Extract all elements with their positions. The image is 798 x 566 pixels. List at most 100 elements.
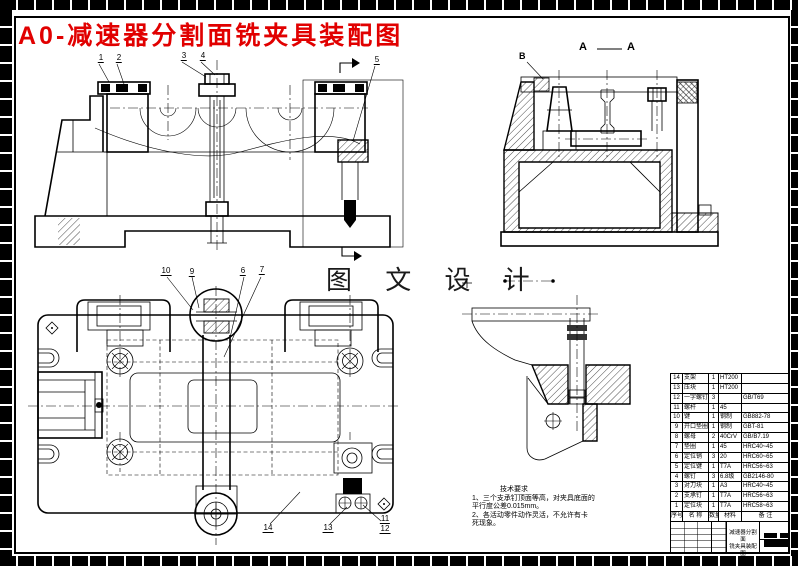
parts-cell: 钢制 [719,423,742,434]
parts-cell: 定位键 [683,462,709,473]
parts-cell: 支架 [683,374,709,384]
parts-cell: 1 [709,403,719,414]
border-band-left [0,0,12,566]
parts-cell: 1 [709,413,719,424]
parts-cell: HRC56~63 [742,462,790,473]
parts-cell: 3 [709,452,719,463]
balloon-9: 9 [188,267,196,277]
inner-frame [14,16,790,554]
parts-cell: T7A [719,462,742,473]
technical-requirements-line: 2、各活动零件动作灵活，不允许有卡 [472,511,588,519]
parts-cell: 8 [671,433,683,444]
title-block-signature-grid [671,522,726,553]
parts-cell: 压块 [683,383,709,394]
technical-requirements-line: 死现象。 [472,520,500,528]
parts-cell: 一字螺钉 [683,393,709,404]
view-label-b: B [519,51,526,61]
parts-cell: 6 [671,452,683,463]
technical-requirements-title: 技术要求 [500,486,528,493]
title-block-divider [760,539,790,540]
section-label-a-right: A [627,41,635,53]
parts-cell: 支承钉 [683,492,709,503]
parts-cell: 1 [709,462,719,473]
parts-cell: HRC56~63 [742,492,790,503]
parts-cell: 1 [709,502,719,513]
balloon-10: 10 [160,266,172,276]
parts-cell: 1 [671,502,683,513]
balloon-14: 14 [262,523,274,533]
parts-cell [742,383,790,394]
balloon-1: 1 [97,53,105,63]
parts-cell: 3 [671,482,683,493]
title-block-drawing-name: 减速器分割面 铣夹具装配图 [726,522,760,557]
parts-cell: 螺杆 [683,403,709,414]
balloon-6: 6 [239,266,247,276]
page-title: A0-减速器分割面铣夹具装配图 [18,22,404,50]
parts-cell: 1 [709,374,719,384]
parts-cell: 3 [709,472,719,483]
parts-cell: 垫圈 [683,443,709,453]
parts-cell: 9 [671,423,683,434]
section-label-a-left: A [579,41,587,53]
parts-cell: 40CrV [719,433,742,444]
parts-cell: HRC58~63 [742,502,790,513]
parts-cell: 定位块 [683,502,709,513]
parts-cell: GB/B7.19 [742,433,790,444]
parts-cell [742,374,790,384]
parts-cell: 定位销 [683,452,709,463]
parts-cell: 12 [671,393,683,404]
border-band-right [791,0,798,566]
parts-cell: 7 [671,443,683,453]
parts-cell: T7A [719,492,742,503]
parts-cell: HRC40~45 [742,482,790,493]
technical-requirements-line: 平行度公差0.015mm。 [472,503,544,511]
parts-cell: GBT-81 [742,423,790,434]
parts-cell: T7A [719,502,742,513]
parts-cell [742,403,790,414]
parts-cell: 键 [683,413,709,424]
title-block-redaction [764,540,789,547]
parts-cell: 5 [671,462,683,473]
balloon-4: 4 [199,51,207,61]
parts-cell: 3 [709,393,719,404]
parts-cell: HRC40~45 [742,443,790,453]
title-block-redaction [764,533,777,538]
technical-requirements-line: 1、三个支承钉顶面等高，对夹具底面的 [472,494,595,502]
balloon-13: 13 [322,523,334,533]
parts-cell: 2 [709,433,719,444]
parts-cell: GB2146-80 [742,472,790,483]
parts-cell: 1 [709,482,719,493]
parts-cell: GB/T69 [742,393,790,404]
parts-cell: HT200 [719,374,742,384]
title-block-redaction [780,533,788,538]
parts-cell: 对刀块 [683,482,709,493]
balloon-3: 3 [180,51,188,61]
drawing-name-line2: 铣夹具装配图 [729,544,757,557]
parts-cell: 14 [671,374,683,384]
parts-cell: 20 [719,452,742,463]
parts-cell: 2 [671,492,683,503]
watermark-text: 图 文 设 计 [326,265,543,295]
parts-cell: 11 [671,403,683,414]
parts-cell: 1 [709,383,719,394]
parts-cell: 6.8级 [719,472,742,483]
parts-cell: 45 [719,403,742,414]
balloon-11: 11 [379,514,391,524]
balloon-5: 5 [373,55,381,65]
parts-cell: HT200 [719,383,742,394]
parts-cell: 4 [671,472,683,483]
parts-cell [719,393,742,404]
